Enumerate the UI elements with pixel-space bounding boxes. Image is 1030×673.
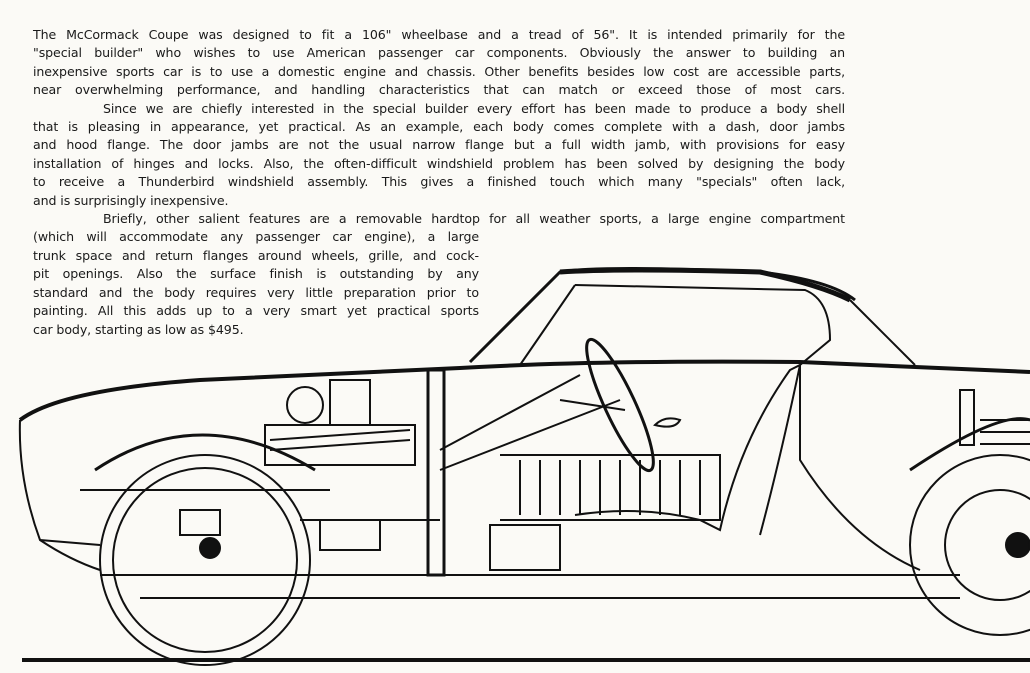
front-wheel bbox=[94, 433, 316, 666]
text-line: painting. All this adds up to a very sma… bbox=[33, 303, 479, 319]
text-line: and is surprisingly inexpensive. bbox=[33, 192, 229, 208]
steering-wheel bbox=[559, 337, 655, 473]
text-line: Since we are chiefly interested in the s… bbox=[103, 100, 845, 116]
roll-bar-and-frame bbox=[300, 368, 621, 577]
floor-and-seat bbox=[489, 363, 802, 571]
text-line: inexpensive sports car is to use a domes… bbox=[33, 63, 845, 79]
text-line: to receive a Thunderbird windshield asse… bbox=[33, 174, 845, 190]
hardtop-roof bbox=[468, 267, 916, 366]
rear-trunk bbox=[799, 365, 1030, 571]
text-line: that is pleasing in appearance, yet prac… bbox=[33, 119, 845, 135]
text-line: trunk space and return flanges around wh… bbox=[33, 247, 479, 263]
text-line: car body, starting as low as $495. bbox=[33, 321, 244, 337]
text-line: pit openings. Also the surface finish is… bbox=[33, 266, 479, 282]
text-line: and hood flange. The door jambs are not … bbox=[33, 137, 845, 153]
text-line: installation of hinges and locks. Also, … bbox=[33, 155, 845, 171]
text-line: standard and the body requires very litt… bbox=[33, 284, 479, 300]
text-line: Briefly, other salient features are a re… bbox=[103, 211, 845, 227]
rear-wheel bbox=[909, 417, 1030, 636]
brochure-text: The McCormack Coupe was designed to fit … bbox=[33, 26, 845, 339]
text-line: (which will accommodate any passenger ca… bbox=[33, 229, 479, 245]
text-line: The McCormack Coupe was designed to fit … bbox=[33, 27, 845, 42]
body-outline bbox=[18, 359, 1030, 599]
text-line: near overwhelming performance, and handl… bbox=[33, 82, 845, 98]
text-line: "special builder" who wishes to use Amer… bbox=[33, 45, 845, 61]
